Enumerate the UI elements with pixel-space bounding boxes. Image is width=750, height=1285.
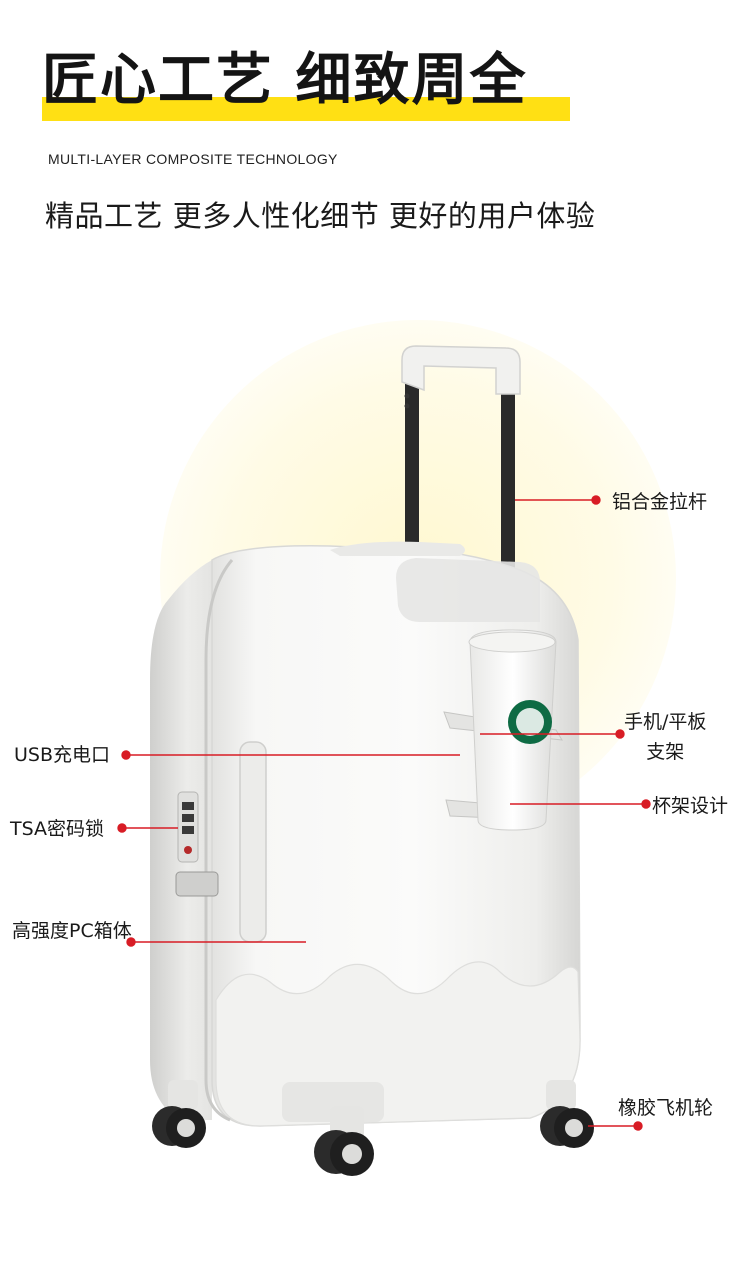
title-underline-bar	[42, 97, 570, 121]
callout-phone-holder-line2: 支架	[646, 741, 685, 763]
callout-aluminum-handle: 铝合金拉杆	[612, 491, 708, 513]
zipper	[204, 559, 234, 1122]
callout-leader-lines	[117, 495, 651, 1131]
product-illustration-area: 铝合金拉杆 手机/平板 支架 杯架设计 USB充电口 TSA密码锁 高强度PC箱…	[0, 260, 750, 1285]
side-carry-handle	[239, 741, 267, 943]
subtitle-chinese: 精品工艺 更多人性化细节 更好的用户体验	[45, 199, 596, 233]
callout-cup-holder: 杯架设计	[652, 795, 729, 817]
callout-pc-shell: 高强度PC箱体	[12, 920, 132, 942]
callout-phone-holder-line1: 手机/平板	[624, 711, 707, 733]
callout-tsa-lock: TSA密码锁	[10, 818, 105, 840]
callout-usb-port: USB充电口	[14, 744, 111, 766]
tsa-lock	[175, 791, 219, 897]
page-title: 匠心工艺 细致周全	[42, 48, 528, 113]
subtitle-english: MULTI-LAYER COMPOSITE TECHNOLOGY	[48, 151, 338, 167]
callout-wheels: 橡胶飞机轮	[618, 1097, 714, 1119]
luggage-illustration	[117, 320, 676, 1176]
wheels	[152, 1080, 594, 1176]
cup-and-phone-holder	[443, 629, 563, 831]
header: 匠心工艺 细致周全 MULTI-LAYER COMPOSITE TECHNOLO…	[0, 0, 750, 260]
callout-phone-holder: 手机/平板 支架	[624, 707, 706, 767]
